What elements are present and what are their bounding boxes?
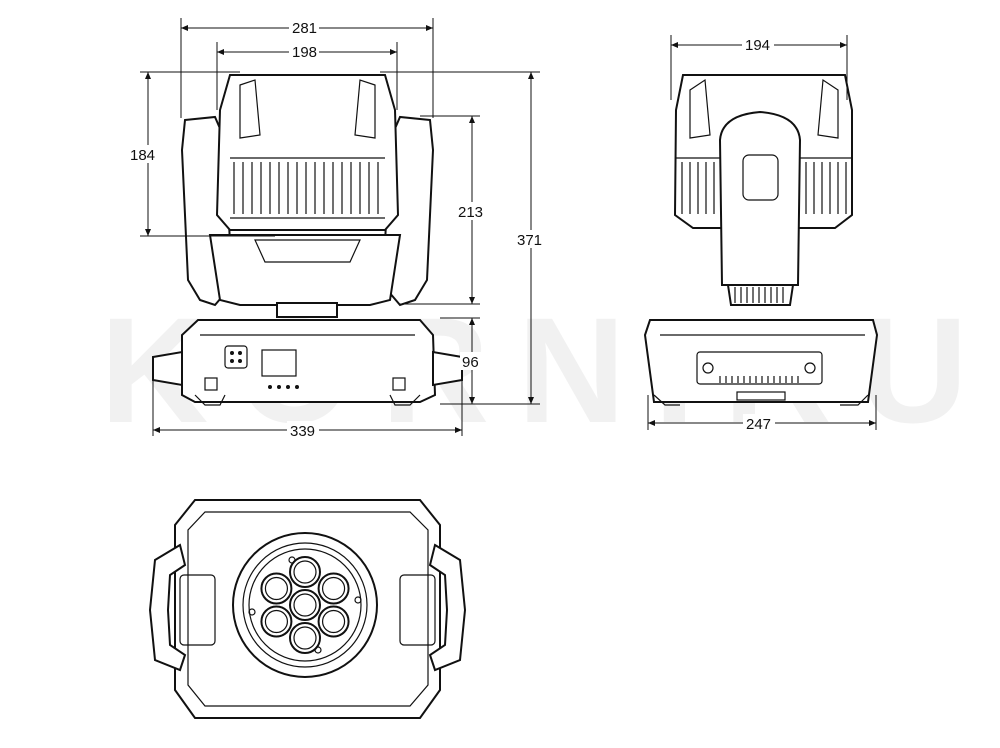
front-dimensions: 281 198 184 213 371 96 339: [128, 18, 547, 440]
dim-281: 281: [292, 20, 317, 37]
dim-213: 213: [458, 204, 483, 221]
dim-184: 184: [130, 147, 155, 164]
dim-339: 339: [290, 423, 315, 440]
dim-198: 198: [292, 44, 317, 61]
side-dimensions: 194 247: [647, 35, 877, 433]
dim-194: 194: [745, 37, 770, 54]
dim-371: 371: [517, 232, 542, 249]
top-view: [148, 499, 467, 719]
side-view: [643, 74, 879, 406]
dim-247: 247: [746, 416, 771, 433]
front-view: [152, 74, 463, 406]
dim-96: 96: [462, 354, 479, 371]
